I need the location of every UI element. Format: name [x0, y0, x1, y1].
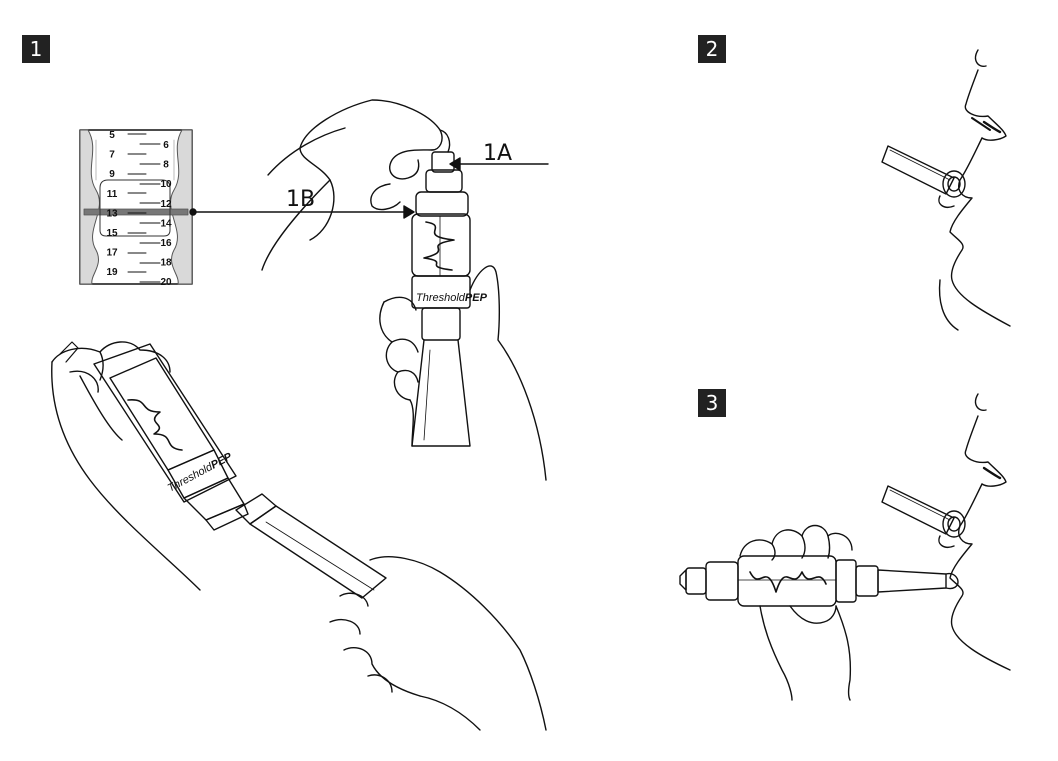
- gauge-tick-label: 6: [163, 140, 169, 151]
- callout-1b-arrow: [189, 205, 415, 219]
- gauge-tick-label: 9: [109, 169, 115, 180]
- gauge-tick-label: 13: [106, 208, 118, 219]
- gauge-tick-label: 15: [106, 228, 118, 239]
- callout-1a-arrow: [449, 157, 549, 171]
- brand-label-tilted: ThresholdPEP: [166, 450, 235, 494]
- threshold-pep-device-horizontal: [679, 555, 959, 607]
- step-1-badge: 1: [22, 35, 50, 63]
- callout-1a-label: 1A: [483, 141, 513, 166]
- step-3-badge: 3: [698, 389, 726, 417]
- lower-hand-drawing: [379, 265, 547, 481]
- face-profile-step-2: [938, 49, 1011, 331]
- brand-label-vertical: ThresholdPEP: [416, 292, 488, 304]
- face-profile-step-3: [949, 393, 1011, 671]
- gauge-tick-label: 14: [160, 218, 172, 229]
- gauge-tick-label: 8: [163, 160, 169, 171]
- upper-hand-drawing: [261, 99, 451, 271]
- step-2-badge: 2: [698, 35, 726, 63]
- brand-suffix: PEP: [465, 292, 488, 304]
- gauge-tick-label: 11: [107, 189, 118, 200]
- gauge-tick-label: 12: [160, 199, 172, 210]
- right-hand-holding-mouthpiece: [329, 556, 547, 731]
- gauge-tick-label: 16: [160, 238, 172, 249]
- gauge-indicator: [83, 208, 189, 216]
- left-hand-tilted-drawing: [51, 341, 201, 591]
- gauge-tick-label: 18: [160, 258, 172, 269]
- nose-clip-step-3: [881, 485, 966, 548]
- hand-holding-device-step-3: [739, 524, 853, 701]
- pressure-scale-inset: 5 7 9 11 13 15 17 19 6 8 10 12 14 16 18 20: [79, 129, 193, 288]
- gauge-tick-label: 10: [160, 179, 172, 190]
- threshold-pep-device-tilted: ThresholdPEP: [93, 343, 249, 531]
- gauge-tick-label: 20: [160, 277, 172, 288]
- gauge-tick-label: 17: [106, 248, 118, 259]
- gauge-tick-label: 7: [109, 150, 115, 161]
- threshold-pep-device-vertical: ThresholdPEP: [411, 151, 488, 447]
- mouthpiece-detached: [235, 493, 387, 599]
- gauge-tick-label: 19: [106, 267, 118, 278]
- nose-clip-step-2: [881, 145, 966, 208]
- gauge-tick-label: 5: [109, 130, 115, 141]
